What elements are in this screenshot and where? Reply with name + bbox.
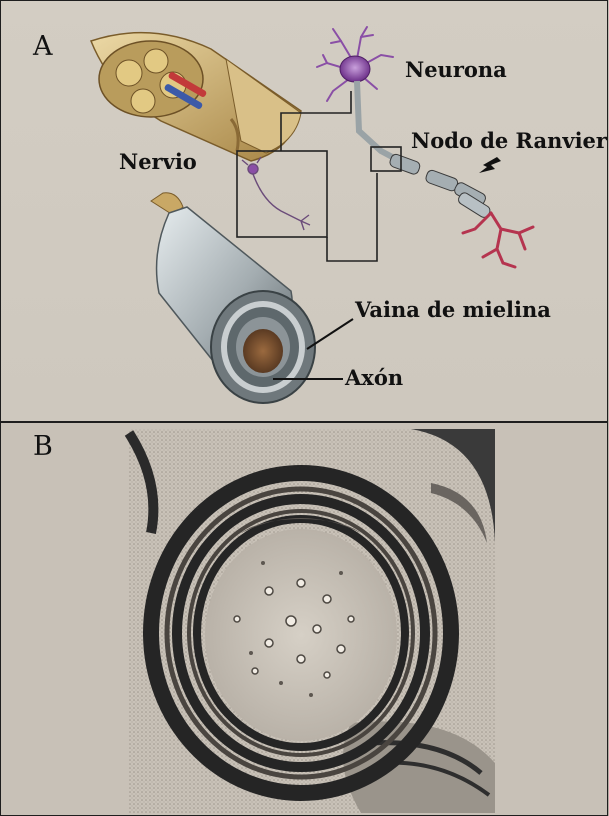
panel-a-letter: A <box>33 31 53 62</box>
panel-b-letter: B <box>33 431 53 462</box>
arrow-icon <box>479 157 501 173</box>
label-nodo-de-ranvier: Nodo de Ranvier <box>411 128 607 153</box>
myelin-sheath-illustration <box>151 193 315 403</box>
panel-a-neuron-diagram: A Neurona Nodo de Ranvier Nervio Vaina d… <box>0 0 608 422</box>
small-neuron-icon <box>242 157 310 230</box>
neuron-illustration <box>1 1 607 421</box>
label-vaina-de-mielina: Vaina de mielina <box>355 297 551 322</box>
panel-b-micrograph: B <box>0 422 608 816</box>
nerve-bundle-illustration <box>91 33 301 161</box>
label-axon: Axón <box>345 365 403 390</box>
label-neurona: Neurona <box>405 57 507 82</box>
label-nervio: Nervio <box>119 149 197 174</box>
electron-micrograph <box>1 423 607 815</box>
